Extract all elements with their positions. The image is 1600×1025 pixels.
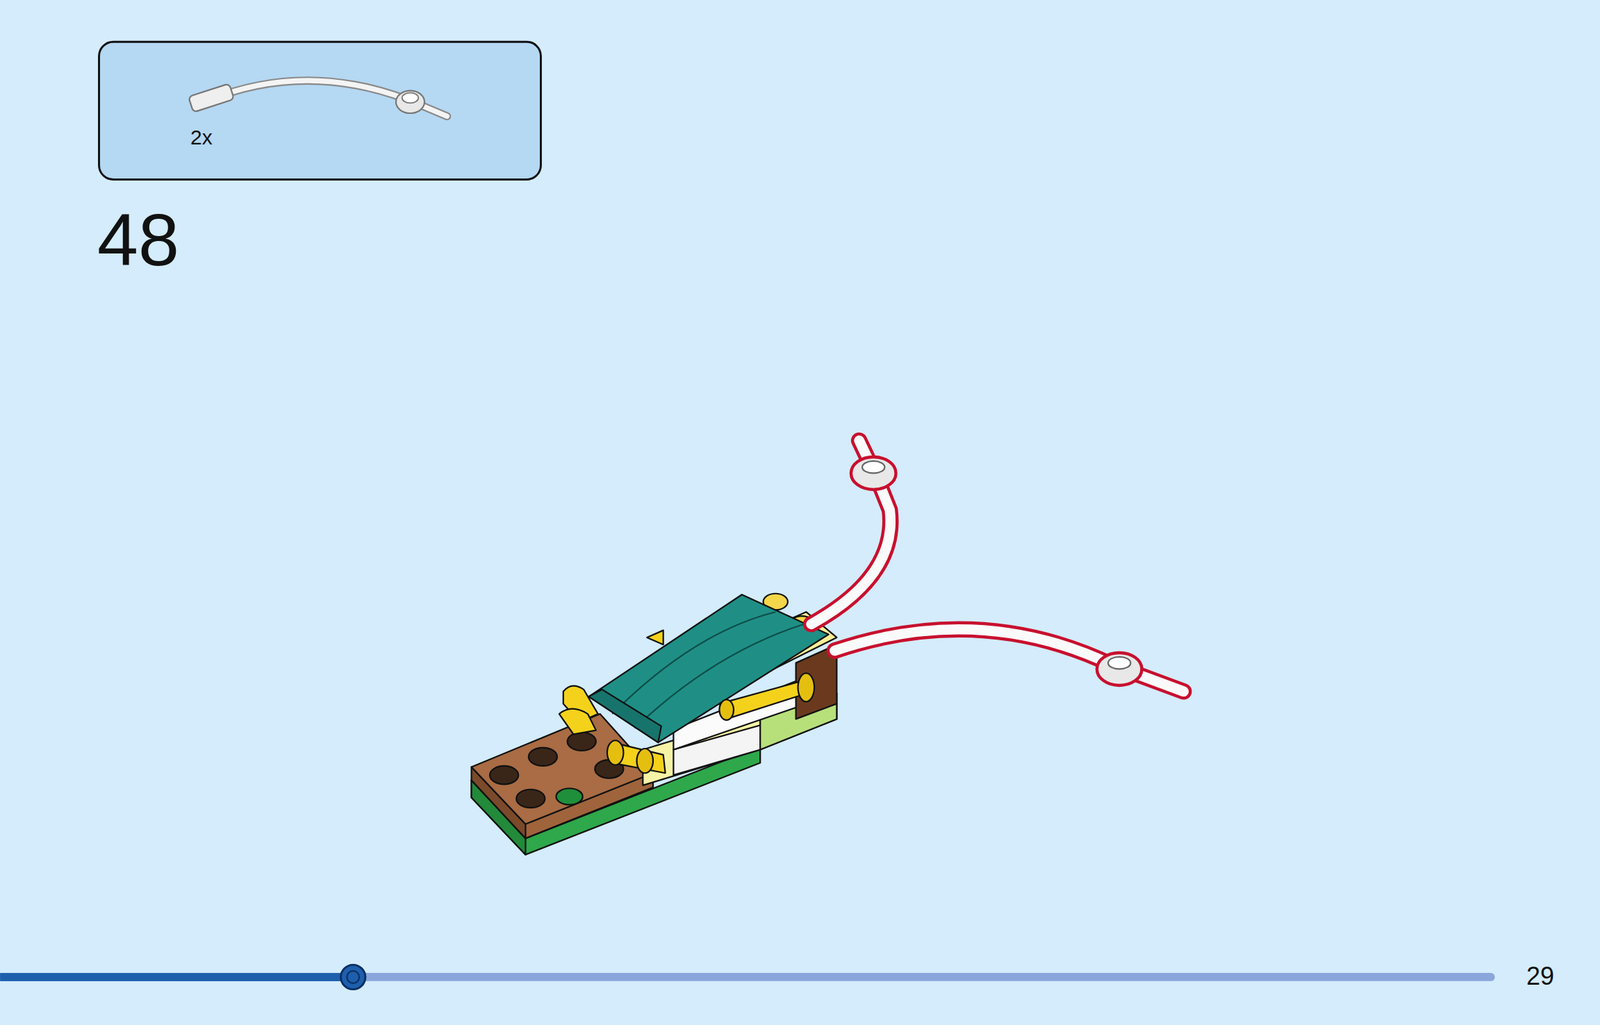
progress-track xyxy=(0,973,1496,982)
parts-box xyxy=(99,41,542,180)
progress-marker xyxy=(341,965,366,990)
lego-model xyxy=(471,594,838,856)
part-tube xyxy=(188,80,447,117)
new-tubes xyxy=(811,440,1184,692)
step-number: 48 xyxy=(97,202,180,277)
part-count: 2x xyxy=(190,127,213,148)
page-number: 29 xyxy=(1526,964,1555,990)
progress-fill xyxy=(0,973,353,982)
